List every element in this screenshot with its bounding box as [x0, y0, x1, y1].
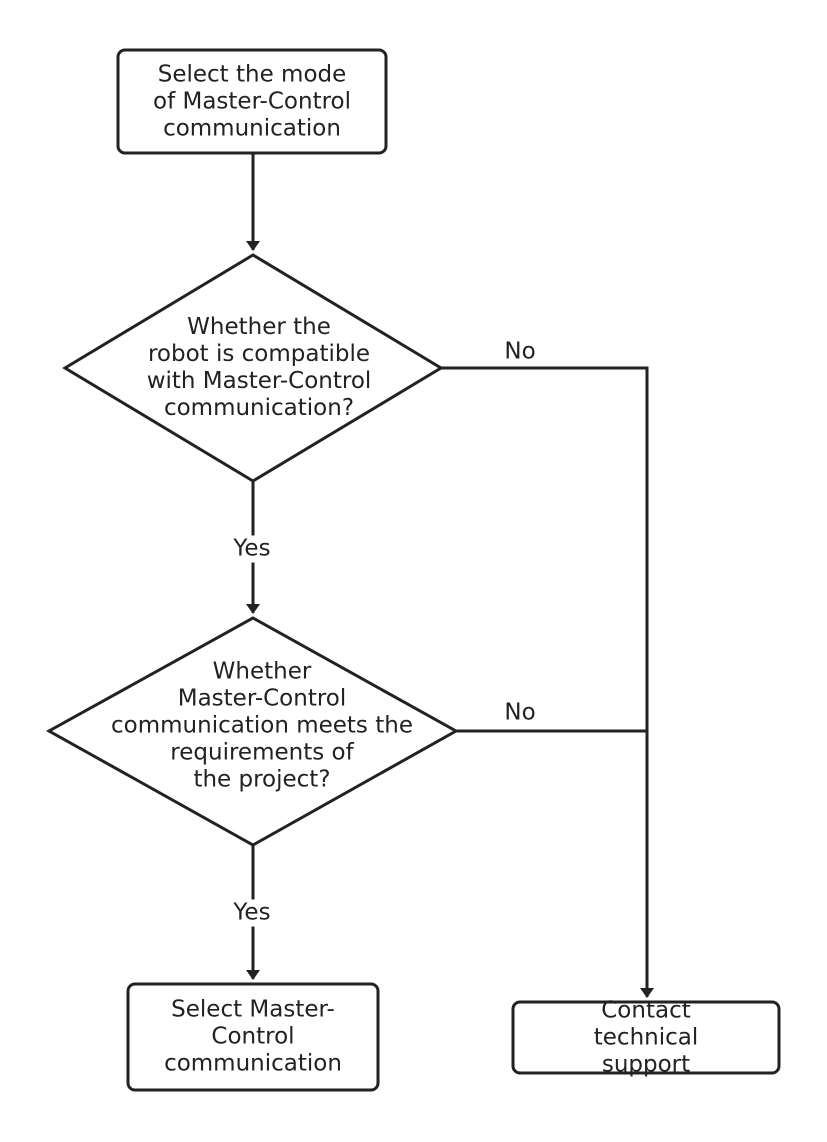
decision1-label: Whether the robot is compatible with Mas… [146, 314, 372, 421]
decision2-yes-label: Yes [231, 899, 273, 927]
contact-label: Contact technical support [593, 997, 699, 1078]
decision2-no-label: No [504, 699, 536, 726]
line-decision1-no [441, 366, 649, 731]
contact-box [511, 1000, 781, 1075]
decision1-no-label: No [504, 338, 536, 365]
decision1-yes-label: Yes [231, 535, 273, 563]
select-label: Select Master- Control communication [164, 996, 342, 1077]
start-label: Select the mode of Master-Control commun… [153, 61, 351, 142]
select-box [126, 982, 380, 1092]
decision2-label: Whether Master-Control communication mee… [111, 658, 413, 793]
